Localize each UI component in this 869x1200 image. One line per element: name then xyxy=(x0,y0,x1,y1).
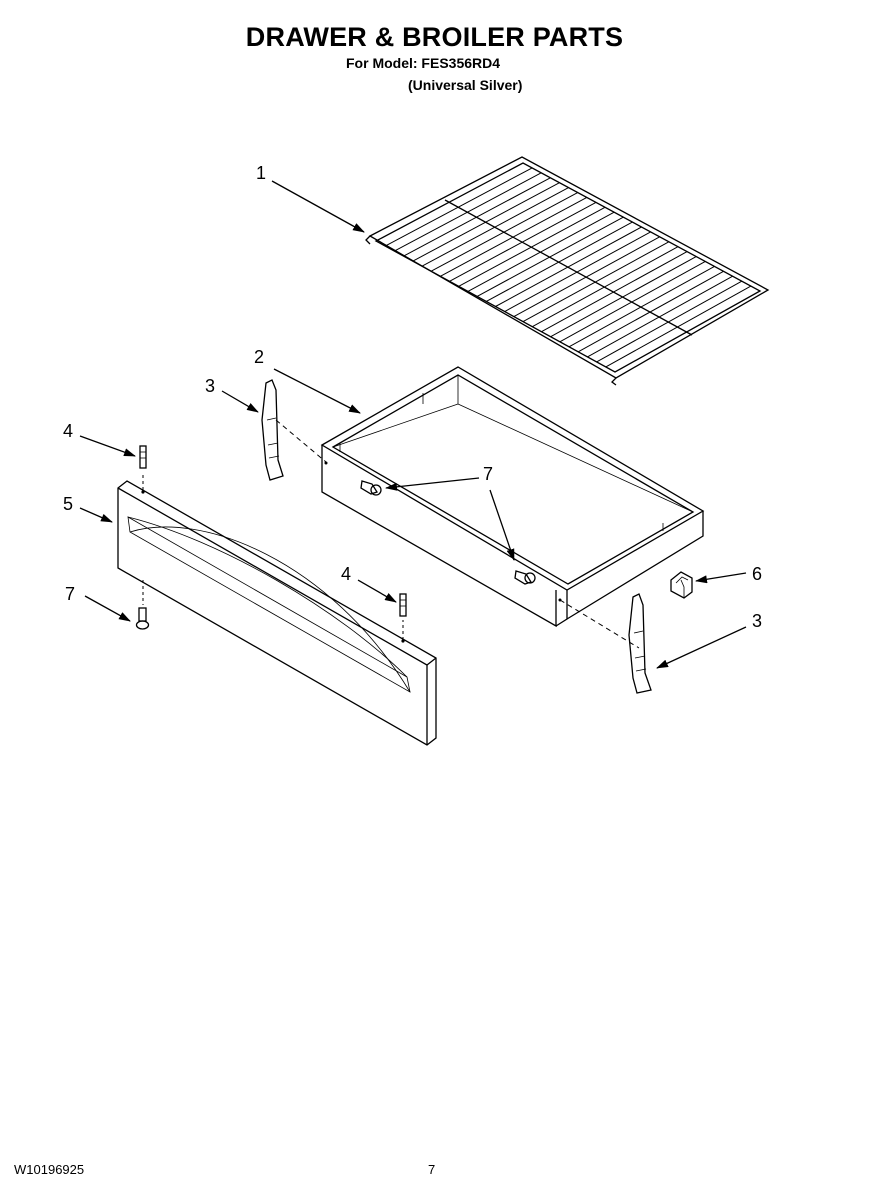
rack-wire xyxy=(605,285,752,368)
callout-7-drawer: 7 xyxy=(483,464,493,484)
rack-wire xyxy=(476,216,624,297)
rack-wire xyxy=(440,197,588,277)
page-number: 7 xyxy=(428,1162,436,1177)
rack-wire xyxy=(559,261,706,343)
callout-arrows xyxy=(79,180,747,669)
callout-1: 1 xyxy=(256,163,266,183)
callout-2: 2 xyxy=(254,347,264,367)
callout-7-front: 7 xyxy=(65,584,75,604)
rack-wire xyxy=(421,187,569,267)
rack-wire xyxy=(486,221,633,302)
callout-4-left: 4 xyxy=(63,421,73,441)
rack-wire xyxy=(541,251,688,333)
rack-wire xyxy=(513,236,660,318)
stud-left-part xyxy=(139,445,147,469)
assembly-line-right xyxy=(559,599,640,649)
rack-wire xyxy=(532,246,679,328)
rack-wire xyxy=(449,201,597,282)
finish-subtitle: (Universal Silver) xyxy=(408,77,523,93)
rack-wire xyxy=(412,182,560,262)
screw-drawer-right-part xyxy=(514,570,536,585)
callout-6: 6 xyxy=(752,564,762,584)
rack-wire xyxy=(430,192,578,272)
callout-3-left: 3 xyxy=(205,376,215,396)
rack-wire xyxy=(504,231,651,312)
rack-wire xyxy=(522,241,670,323)
document-number: W10196925 xyxy=(14,1162,85,1177)
rack-wire xyxy=(550,256,697,338)
model-subtitle: For Model: FES356RD4 xyxy=(346,55,501,71)
rack-wire xyxy=(577,270,724,353)
clip-part xyxy=(670,571,693,599)
drawer-pan-part xyxy=(320,366,705,628)
rack-wire xyxy=(568,265,715,348)
screw-drawer-left-part xyxy=(360,480,382,496)
assembly-line-left xyxy=(275,419,327,463)
drawer-slide-left-part xyxy=(261,379,284,481)
screw-front-part xyxy=(135,607,150,630)
rack-wire xyxy=(596,280,743,363)
rack-wire xyxy=(384,167,533,247)
rack-wire xyxy=(495,226,642,307)
drawer-front-panel-part xyxy=(117,480,437,746)
callout-5: 5 xyxy=(63,494,73,514)
rack-wire xyxy=(403,177,551,257)
callout-4-right: 4 xyxy=(341,564,351,584)
drawer-slide-right-part xyxy=(628,593,652,694)
callout-3-right: 3 xyxy=(752,611,762,631)
oven-rack-part xyxy=(365,156,770,386)
stud-right-part xyxy=(399,593,407,617)
rack-wire xyxy=(394,172,542,252)
rack-wire xyxy=(458,206,606,287)
rack-wire xyxy=(467,211,615,292)
rack-wire xyxy=(587,275,733,358)
page-title: DRAWER & BROILER PARTS xyxy=(245,22,624,52)
